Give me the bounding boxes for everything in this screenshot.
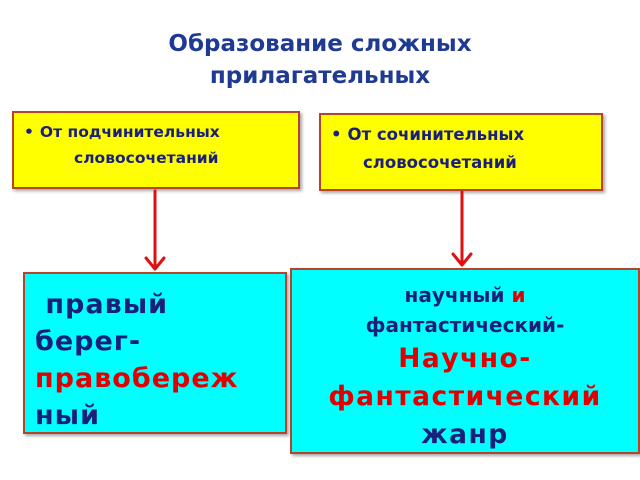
conjunction: и (511, 283, 526, 307)
coordinate-example-box: научный и фантастический- Научно- фантас… (290, 268, 640, 454)
page-title: Образование сложных прилагательных (0, 28, 640, 92)
coordinate-category-line-1: От сочинительных (347, 125, 525, 144)
example-phrase-line-1: правый (45, 289, 169, 320)
subordinate-category-box: • От подчинительных словосочетаний (12, 111, 300, 189)
example-noun: жанр (421, 419, 509, 450)
title-line-1: Образование сложных (168, 31, 472, 57)
compound-adjective-part-1: Научно- (398, 343, 532, 374)
compound-adjective-part-1: правобереж (35, 363, 239, 394)
coordinate-category-line-2: словосочетаний (363, 153, 517, 172)
right-arrow-icon (451, 190, 473, 267)
subordinate-category-line-2: словосочетаний (74, 149, 219, 167)
compound-adjective-part-2: ный (35, 400, 100, 431)
example-phrase-line-2: фантастический- (365, 313, 565, 337)
example-phrase-line-2: берег- (35, 326, 142, 357)
left-arrow-icon (144, 189, 166, 271)
example-phrase-line-1: научный и (298, 280, 632, 310)
bullet-icon: • (24, 123, 34, 141)
example-word-1: научный (404, 283, 505, 307)
subordinate-example-box: правый берег- правобереж ный (23, 272, 287, 434)
coordinate-category-box: • От сочинительных словосочетаний (319, 113, 603, 191)
bullet-icon: • (331, 125, 342, 144)
title-line-2: прилагательных (209, 63, 431, 89)
subordinate-category-line-1: От подчинительных (39, 123, 220, 141)
compound-adjective-part-2: фантастический (328, 381, 602, 412)
